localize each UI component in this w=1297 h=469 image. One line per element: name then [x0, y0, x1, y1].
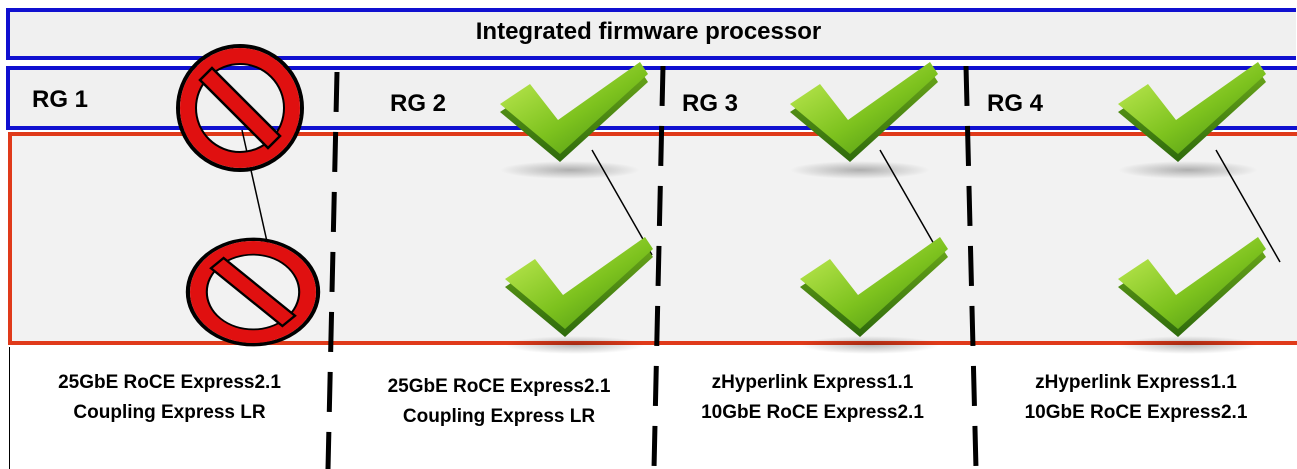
rg2-cards: 25GbE RoCE Express2.1 Coupling Express L… [340, 372, 658, 432]
diagram-title: Integrated firmware processor [475, 18, 822, 45]
checkmark-icon [505, 237, 653, 354]
checkmark-icon [790, 62, 938, 179]
rg1-cards: 25GbE RoCE Express2.1 Coupling Express L… [12, 368, 327, 428]
rg-label-4: RG 4 [987, 90, 1044, 117]
card-label: 10GbE RoCE Express2.1 [701, 402, 924, 423]
card-label-zone [9, 347, 1297, 469]
rg-label-3: RG 3 [682, 90, 739, 117]
card-label: 25GbE RoCE Express2.1 [58, 372, 281, 393]
checkmark-icon [800, 237, 948, 354]
checkmark-icon [1118, 62, 1266, 179]
card-label: zHyperlink Express1.1 [1035, 372, 1237, 393]
prohibited-icon [188, 239, 318, 344]
rg-label-2: RG 2 [390, 90, 447, 117]
group-separator [963, 65, 979, 469]
card-label: 10GbE RoCE Express2.1 [1024, 402, 1248, 423]
group-separator [651, 65, 666, 469]
rg3-cards: zHyperlink Express1.1 10GbE RoCE Express… [655, 368, 970, 428]
rg4-cards: zHyperlink Express1.1 10GbE RoCE Express… [978, 368, 1294, 428]
card-label: Coupling Express LR [402, 406, 596, 427]
card-label: Coupling Express LR [73, 402, 266, 423]
checkmark-icon [500, 62, 648, 179]
card-label: 25GbE RoCE Express2.1 [387, 376, 611, 397]
rg-label-1: RG 1 [32, 86, 89, 113]
group-separator [325, 71, 340, 469]
prohibited-icon [178, 46, 302, 170]
card-label: zHyperlink Express1.1 [711, 372, 914, 393]
checkmark-icon [1118, 237, 1266, 354]
